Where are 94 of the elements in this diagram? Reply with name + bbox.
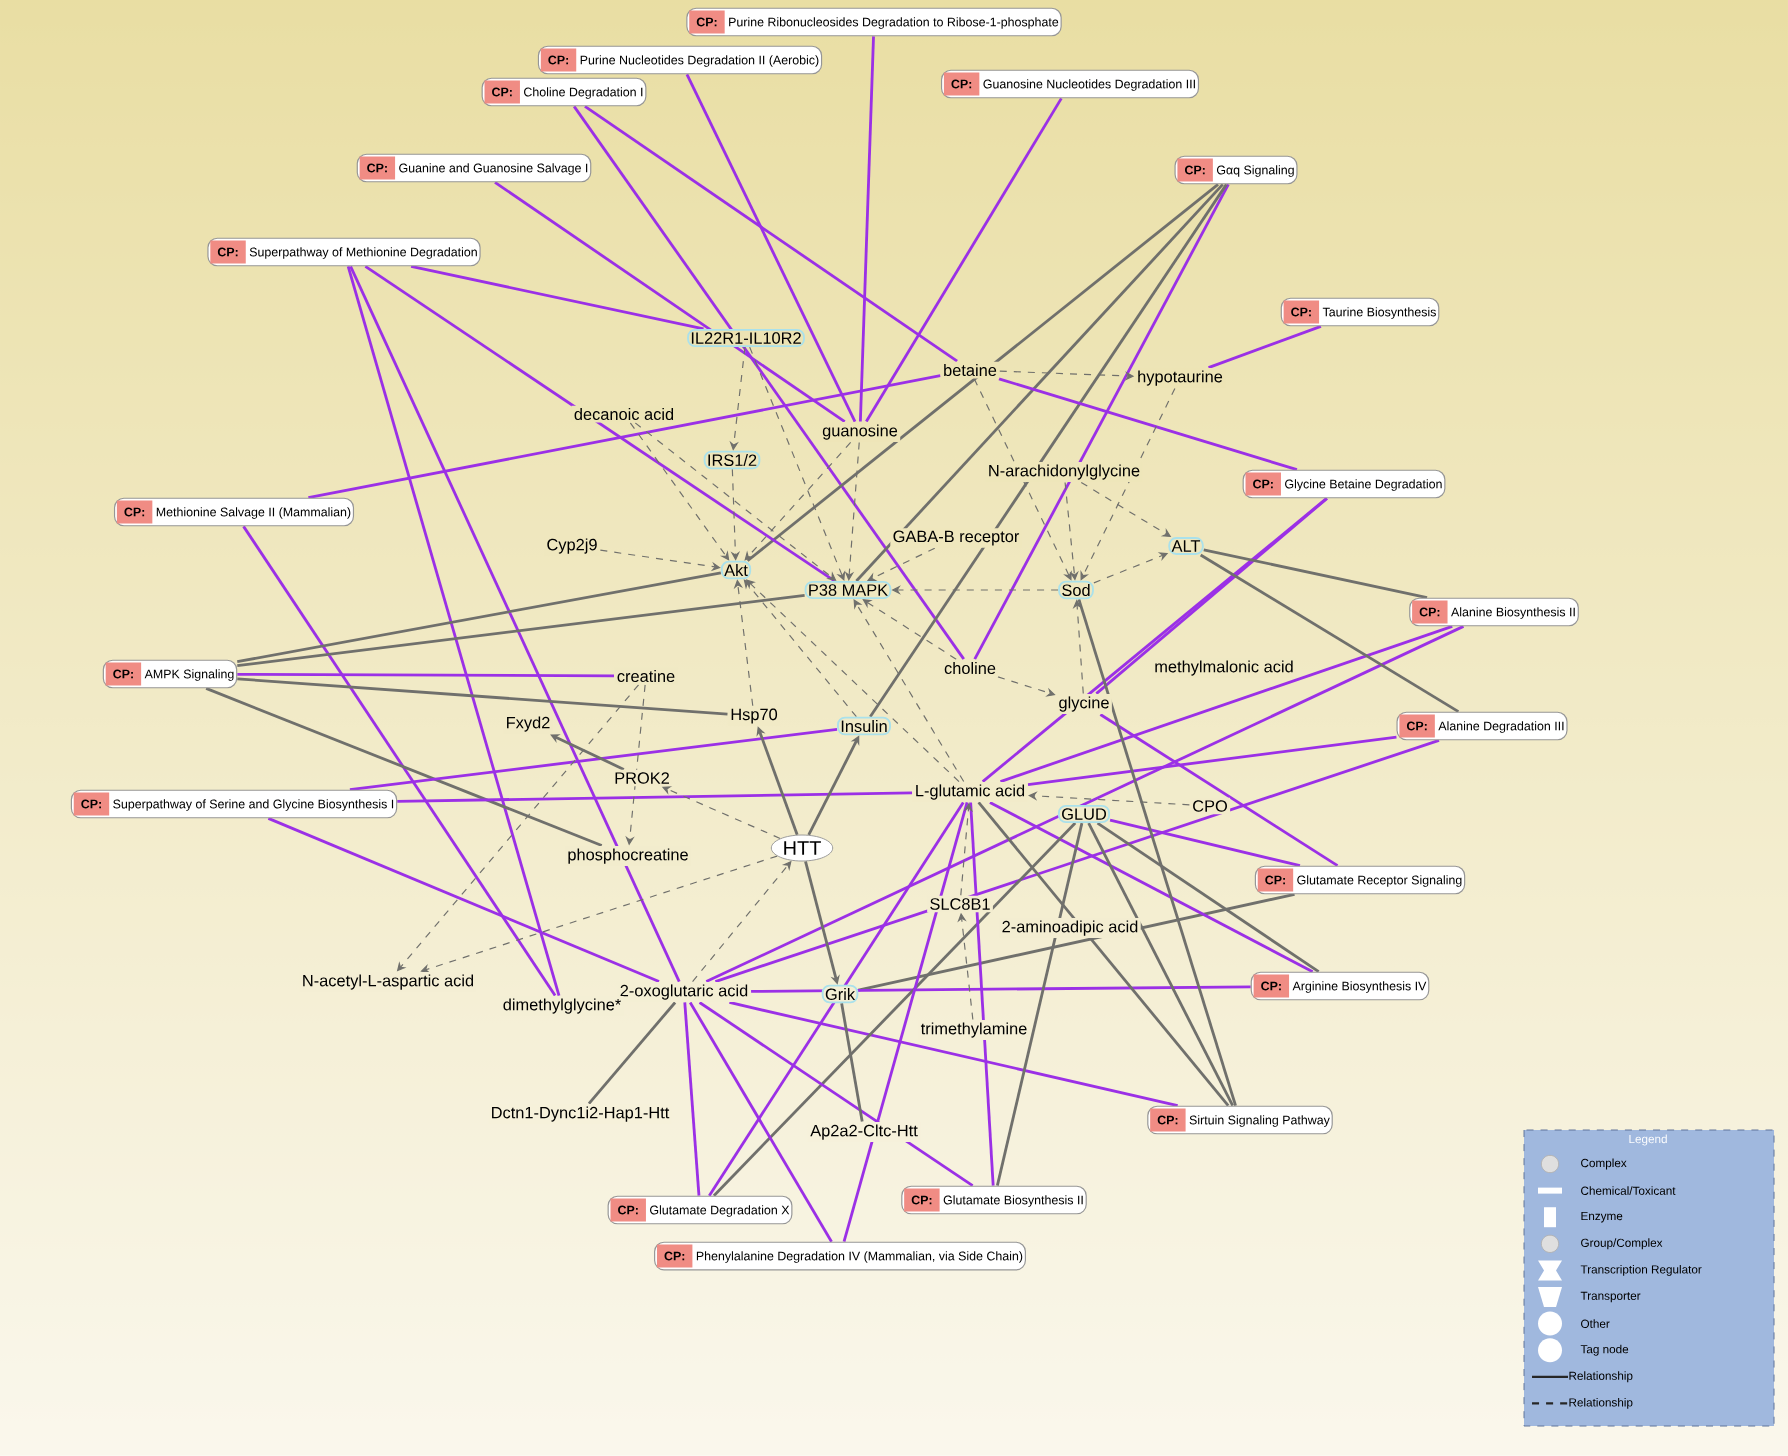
molecule-node: guanosine xyxy=(819,422,901,442)
molecule-node: hypotaurine xyxy=(1134,368,1226,388)
gene-node: Insulin xyxy=(837,716,891,736)
molecule-node: Hsp70 xyxy=(727,706,781,726)
arrow xyxy=(862,599,957,660)
connector-line xyxy=(981,497,1328,783)
connector-line xyxy=(364,265,836,583)
connector-line xyxy=(708,801,965,1197)
connector-line xyxy=(751,985,1251,993)
connector-line xyxy=(1077,598,1237,1107)
connector-line xyxy=(1208,325,1322,369)
arrow xyxy=(743,579,857,718)
gene-node: Akt xyxy=(720,560,752,580)
molecule-node: Fxyd2 xyxy=(503,714,553,734)
connector-line xyxy=(584,105,958,363)
connector-line xyxy=(1000,625,1453,783)
connector-line xyxy=(969,802,995,1186)
gene-node: GLUD xyxy=(1057,804,1111,824)
gene-node: IRS1/2 xyxy=(703,450,761,470)
arrow xyxy=(853,599,965,783)
arrow xyxy=(420,855,778,974)
molecule-node: 2-aminoadipic acid xyxy=(999,918,1141,938)
connector-line xyxy=(746,183,1219,562)
connector-line xyxy=(869,183,1228,718)
connector-line xyxy=(685,73,857,423)
connector-line xyxy=(714,739,1440,983)
gene-node: Sod xyxy=(1058,580,1094,600)
arrow xyxy=(550,734,625,771)
connector-line xyxy=(865,97,1063,423)
connector-line xyxy=(1099,713,1339,867)
connector-line xyxy=(683,1002,701,1196)
node-label: CPO xyxy=(1193,800,1227,812)
connector-line xyxy=(1096,821,1320,973)
connector-line xyxy=(840,1003,864,1122)
connector-line xyxy=(1027,735,1397,786)
gene-node: P38 MAPK xyxy=(804,580,892,600)
connector-line xyxy=(1095,497,1328,695)
molecule-node: methylmalonic acid xyxy=(1151,658,1297,678)
arrow xyxy=(629,422,730,561)
gene-node: HTT xyxy=(770,834,834,862)
molecule-node: Ap2a2-Cltc-Htt xyxy=(807,1122,921,1142)
connector-line xyxy=(712,822,1077,1197)
gene-node: ALT xyxy=(1168,537,1204,555)
connector-line xyxy=(989,801,1314,973)
connector-line xyxy=(346,265,561,996)
connector-line xyxy=(267,817,660,983)
molecule-node: N-acetyl-L-aspartic acid xyxy=(299,972,477,992)
connector-line xyxy=(237,571,722,664)
molecule-node: glycine xyxy=(1056,694,1112,714)
connector-line xyxy=(397,791,913,803)
gene-node: IL22R1-IL10R2 xyxy=(687,328,805,348)
connector-line xyxy=(858,893,1295,992)
molecule-node: GABA-B receptor xyxy=(890,528,1022,548)
connector-line xyxy=(349,727,838,792)
molecule-node: Dctn1-Dync1i2-Hap1-Htt xyxy=(488,1104,672,1124)
connector-line xyxy=(237,677,728,716)
connector-line xyxy=(1199,553,1460,713)
connector-line xyxy=(349,265,681,983)
connector-line xyxy=(308,374,941,500)
molecule-node: Cyp2j9 xyxy=(544,536,600,556)
arrow xyxy=(1080,387,1176,581)
connector-line xyxy=(977,801,1230,1107)
molecule-node: N-arachidonylglycine xyxy=(985,462,1143,482)
connector-line xyxy=(494,181,846,423)
connector-line xyxy=(1087,822,1234,1107)
connector-line xyxy=(729,1001,1178,1108)
connector-line xyxy=(1203,548,1428,600)
molecule-node: dimethylglycine* xyxy=(500,996,624,1016)
connector-line xyxy=(237,672,615,678)
arrow xyxy=(744,441,852,561)
connector-line xyxy=(1109,818,1301,868)
connector-line xyxy=(242,525,557,997)
arrow xyxy=(973,378,1072,581)
connector-line xyxy=(698,1001,974,1187)
connector-line xyxy=(587,1001,677,1105)
connector-line xyxy=(842,802,969,1243)
gene-node: Grik xyxy=(821,984,859,1004)
arrow xyxy=(749,346,846,581)
connector-line xyxy=(237,594,805,668)
molecule-node: L-glutamic acid xyxy=(912,782,1028,802)
connector-line xyxy=(410,265,704,331)
connector-line xyxy=(998,377,1298,471)
molecule-node: trimethylamine xyxy=(918,1020,1030,1040)
connector-line xyxy=(858,36,875,422)
connector-line xyxy=(973,183,1230,660)
connector-line xyxy=(688,1001,833,1243)
connector-line xyxy=(855,183,1224,582)
connector-line xyxy=(572,105,965,660)
node-label: betaine xyxy=(944,364,997,377)
molecule-node: 2-oxoglutaric acid xyxy=(617,982,751,1002)
molecule-node: phosphocreatine xyxy=(565,846,691,866)
connector-line xyxy=(996,822,1084,1186)
connector-line xyxy=(705,625,1465,983)
connector-line xyxy=(205,687,603,847)
